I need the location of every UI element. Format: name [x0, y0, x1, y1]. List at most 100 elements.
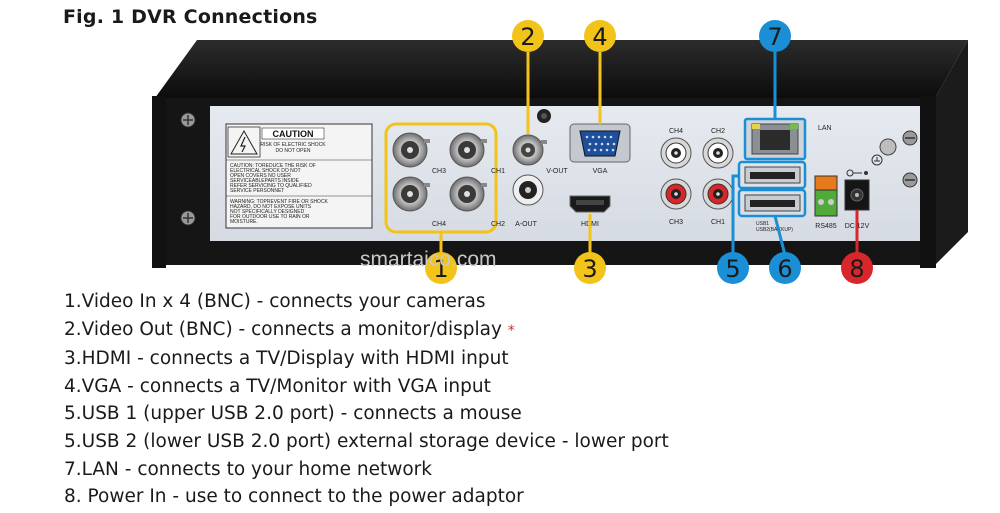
rs485-label: RS485 — [815, 223, 837, 230]
rca-audio-port — [660, 178, 692, 210]
watermark-text: smartaico.com — [360, 248, 497, 271]
rca-audio-port — [702, 137, 734, 169]
vga-pin — [606, 142, 610, 146]
callout-badge-1: 1 — [425, 252, 457, 284]
callout-leaders — [439, 52, 859, 258]
bnc-label-ch2: CH2 — [491, 221, 505, 228]
video-input-bnc-group: CH3 CH4 CH1 CH2 — [384, 122, 505, 234]
callout-number: 2 — [520, 23, 535, 51]
video-out-port: V-OUT — [512, 134, 568, 175]
vga-pin — [588, 142, 592, 146]
audio-rca-group: CH4 CH2 CH3 CH1 — [660, 128, 734, 226]
caution-text-line: REFER SERVICING TO QUALIFIED — [230, 183, 312, 189]
caution-sub1: RISK OF ELECTRIC SHOCK — [260, 142, 326, 148]
bnc-label-ch4: CH4 — [432, 221, 446, 228]
legend-text: 5.USB 2 (lower USB 2.0 port) external st… — [64, 430, 669, 452]
caution-text-line: ELECTRICAL SHOCK DO NOT — [230, 168, 301, 174]
bnc-label-ch1: CH1 — [491, 168, 505, 175]
vga-pin — [597, 135, 601, 139]
v-out-label: V-OUT — [546, 168, 568, 175]
legend-item: 5.USB 1 (upper USB 2.0 port) - connects … — [64, 400, 669, 428]
audio-label-ch4: CH4 — [669, 128, 683, 135]
rca-audio-port — [660, 137, 692, 169]
vga-pin — [603, 135, 607, 139]
lan-port: LAN — [743, 117, 832, 161]
legend-item: 4.VGA - connects a TV/Monitor with VGA i… — [64, 373, 669, 401]
callout-number: 5 — [725, 255, 740, 283]
usb2-highlight — [737, 188, 807, 218]
bnc-label-ch3: CH3 — [432, 168, 446, 175]
vga-pin — [609, 135, 613, 139]
vga-pin — [611, 148, 615, 152]
caution-label: CAUTION RISK OF ELECTRIC SHOCK DO NOT OP… — [225, 123, 373, 229]
a-out-label: A-OUT — [515, 221, 538, 228]
callout-badge-7: 7 — [759, 20, 791, 52]
legend-text: 8. Power In - use to connect to the powe… — [64, 486, 524, 508]
warning-text-line: MOISTURE. — [230, 219, 258, 225]
callout-badges: 1 2 3 4 5 6 7 8 — [425, 20, 873, 284]
legend-item: 3.HDMI - connects a TV/Display with HDMI… — [64, 345, 669, 373]
vga-pin — [600, 142, 604, 146]
caution-sub2: DO NOT OPEN — [276, 148, 311, 154]
vga-pin — [605, 148, 609, 152]
callout-number: 3 — [582, 255, 597, 283]
vga-pin — [612, 142, 616, 146]
vga-pin — [587, 148, 591, 152]
caution-text-line: SERVICEABLEPARTS INSIDE — [230, 178, 300, 184]
lan-label: LAN — [818, 125, 832, 132]
vga-pin — [599, 148, 603, 152]
warning-text-line: WARNING: TOPREVENT FIRE OR SHOCK — [230, 199, 329, 205]
legend-item: 5.USB 2 (lower USB 2.0 port) external st… — [64, 428, 669, 456]
audio-out-port: A-OUT — [512, 174, 544, 228]
vga-label: VGA — [593, 168, 608, 175]
legend-item: 7.LAN - connects to your home network — [64, 456, 669, 484]
callout-badge-4: 4 — [584, 20, 616, 52]
bnc-port — [392, 176, 430, 212]
dvr-rear-panel-diagram: CAUTION RISK OF ELECTRIC SHOCK DO NOT OP… — [152, 20, 968, 284]
connections-legend: 1.Video In x 4 (BNC) - connects your cam… — [64, 288, 669, 511]
callout-number: 8 — [849, 255, 864, 283]
usb2-label: USB2(BACKUP) — [756, 227, 793, 233]
warning-text-line: FOR OUTDOOR USE TO RAIN OR — [230, 214, 310, 220]
footnote-asterisk: * — [507, 322, 515, 339]
callout-number: 7 — [767, 23, 782, 51]
mounting-screws — [180, 112, 918, 226]
caution-text-line: OPEN COVERS NO USER — [230, 173, 291, 179]
callout-badge-6: 6 — [769, 252, 801, 284]
bnc-port — [392, 132, 430, 168]
vga-pin — [585, 135, 589, 139]
legend-text: 5.USB 1 (upper USB 2.0 port) - connects … — [64, 403, 522, 425]
callout-number: 6 — [777, 255, 792, 283]
ground-icon — [871, 154, 883, 166]
legend-item: 8. Power In - use to connect to the powe… — [64, 483, 669, 511]
legend-text: 7.LAN - connects to your home network — [64, 458, 432, 480]
legend-text: 2.Video Out (BNC) - connects a monitor/d… — [64, 318, 502, 340]
legend-text: 3.HDMI - connects a TV/Display with HDMI… — [64, 348, 509, 370]
vga-port: VGA — [569, 123, 631, 175]
vga-pin — [593, 148, 597, 152]
callout-badge-5: 5 — [717, 252, 749, 284]
audio-label-ch2: CH2 — [711, 128, 725, 135]
vga-pin — [591, 135, 595, 139]
usb1-label: USB1 — [756, 221, 769, 227]
caution-text-line: CAUTION: TOREDUCE THE RISK OF — [230, 163, 316, 169]
legend-text: 4.VGA - connects a TV/Monitor with VGA i… — [64, 375, 491, 397]
callout-number: 1 — [433, 255, 448, 283]
caution-heading: CAUTION — [273, 129, 314, 139]
callout-badge-3: 3 — [574, 252, 606, 284]
callout-badge-2: 2 — [512, 20, 544, 52]
callout-badge-8: 8 — [841, 252, 873, 284]
legend-text: 1.Video In x 4 (BNC) - connects your cam… — [64, 291, 486, 312]
vga-pin — [594, 142, 598, 146]
bnc-port — [449, 176, 487, 212]
rs485-terminal: RS485 — [814, 175, 838, 230]
audio-label-ch3: CH3 — [669, 219, 683, 226]
caution-text-line: SERVICE PERSONNET — [230, 188, 284, 194]
legend-item: 2.Video Out (BNC) - connects a monitor/d… — [64, 316, 669, 346]
bnc-port — [449, 132, 487, 168]
warning-text-line: NOT SPECIFICALLY DESIGNED — [230, 209, 305, 215]
rca-audio-port — [702, 178, 734, 210]
audio-label-ch1: CH1 — [711, 219, 725, 226]
figure-title: Fig. 1 DVR Connections — [63, 6, 318, 28]
legend-item: 1.Video In x 4 (BNC) - connects your cam… — [64, 288, 669, 316]
